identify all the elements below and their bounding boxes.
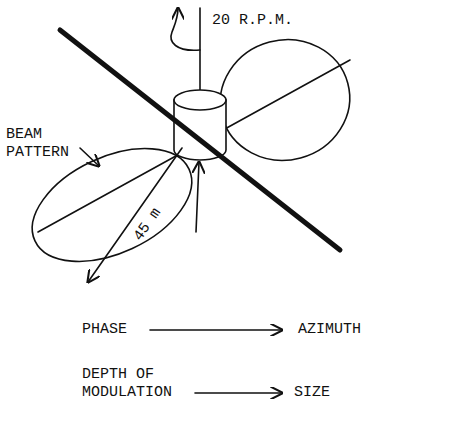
rotation-axis bbox=[199, 8, 201, 100]
mapping-label: DEPTH OF MODULATION bbox=[82, 366, 182, 402]
dimension-label: 45 m bbox=[130, 205, 165, 245]
pointer-arrow bbox=[196, 162, 199, 232]
beam-lobe bbox=[207, 25, 364, 175]
beam-label: BEAM PATTERN bbox=[6, 126, 78, 162]
mapping-label: PHASE bbox=[82, 321, 127, 339]
rotation-arrow bbox=[171, 8, 200, 50]
mapping-arrow bbox=[150, 329, 282, 331]
mapping-label: AZIMUTH bbox=[298, 321, 361, 339]
mapping-arrow bbox=[195, 392, 282, 394]
dimension-arrow bbox=[88, 148, 182, 282]
mapping-label: SIZE bbox=[294, 384, 330, 402]
beam-axis bbox=[38, 60, 350, 232]
leader-arrow bbox=[80, 148, 99, 166]
speed-label: 20 R.P.M. bbox=[212, 12, 293, 30]
antenna-cylinder-top bbox=[174, 90, 226, 110]
antenna-boom bbox=[60, 30, 340, 250]
